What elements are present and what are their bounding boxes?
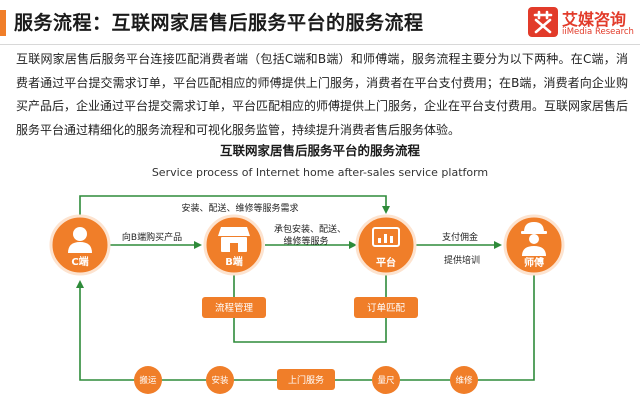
badge-label-process-mgmt: 流程管理 <box>215 302 254 314</box>
step-label-moving: 搬运 <box>139 375 157 386</box>
connector-master-loop <box>76 272 535 381</box>
monitor-chart-icon <box>372 227 400 247</box>
brand-logo-icon <box>528 7 558 37</box>
node-c-end: C端 <box>49 214 111 276</box>
step-repair: 维修 <box>450 366 478 394</box>
step-onsite-service: 上门服务 <box>277 369 335 390</box>
edge-label-commission: 支付佣金 <box>442 231 478 243</box>
title-accent-bar <box>0 10 6 36</box>
edge-label-b-to-platform-2: 维修等服务 <box>283 235 328 247</box>
connector-c-to-platform <box>79 195 390 215</box>
edge-label-training: 提供培训 <box>444 254 480 266</box>
edge-label-c-to-platform: 安装、配送、维修等服务需求 <box>181 202 298 214</box>
page-title: 服务流程：互联网家居售后服务平台的服务流程 <box>14 12 424 34</box>
node-label-platform: 平台 <box>376 256 396 269</box>
step-label-onsite-service: 上门服务 <box>288 374 324 386</box>
step-label-install: 安装 <box>211 375 229 386</box>
title-divider <box>0 44 640 45</box>
flow-connectors <box>76 195 535 381</box>
intro-paragraph: 互联网家居售后服务平台连接匹配消费者端（包括C端和B端）和师傅端，服务流程主要分… <box>16 52 629 137</box>
title-bar: 服务流程：互联网家居售后服务平台的服务流程 艾媒咨询 iiMedia Resea… <box>0 0 640 48</box>
node-platform: 平台 <box>355 214 417 276</box>
step-measure: 量尺 <box>372 366 400 394</box>
node-label-c-end: C端 <box>71 255 88 268</box>
badge-order-match: 订单匹配 <box>354 297 418 318</box>
edge-label-c-to-b: 向B端购买产品 <box>122 231 182 243</box>
diagram-title-en: Service process of Internet home after-s… <box>152 166 488 179</box>
node-b-end: B端 <box>203 214 265 276</box>
step-label-measure: 量尺 <box>377 376 395 386</box>
connector-process-mgmt <box>233 318 387 343</box>
step-moving: 搬运 <box>134 366 162 394</box>
badge-label-order-match: 订单匹配 <box>367 302 406 314</box>
step-label-repair: 维修 <box>455 375 473 386</box>
brand-name-en: iiMedia Research <box>562 27 634 37</box>
service-steps: 搬运 安装 上门服务 量尺 维修 <box>134 366 478 394</box>
node-master: 师傅 <box>503 214 565 276</box>
diagram-title-cn: 互联网家居售后服务平台的服务流程 <box>220 143 421 158</box>
brand-name-cn: 艾媒咨询 <box>562 10 627 29</box>
worker-icon <box>521 222 547 256</box>
badge-process-mgmt: 流程管理 <box>202 297 266 318</box>
step-install: 安装 <box>206 366 234 394</box>
node-label-master: 师傅 <box>524 256 544 269</box>
edge-label-b-to-platform-1: 承包安装、配送、 <box>274 223 346 235</box>
user-icon <box>68 227 92 253</box>
node-label-b-end: B端 <box>225 255 243 268</box>
shop-icon <box>218 227 250 252</box>
brand-logo: 艾媒咨询 iiMedia Research <box>528 5 636 43</box>
